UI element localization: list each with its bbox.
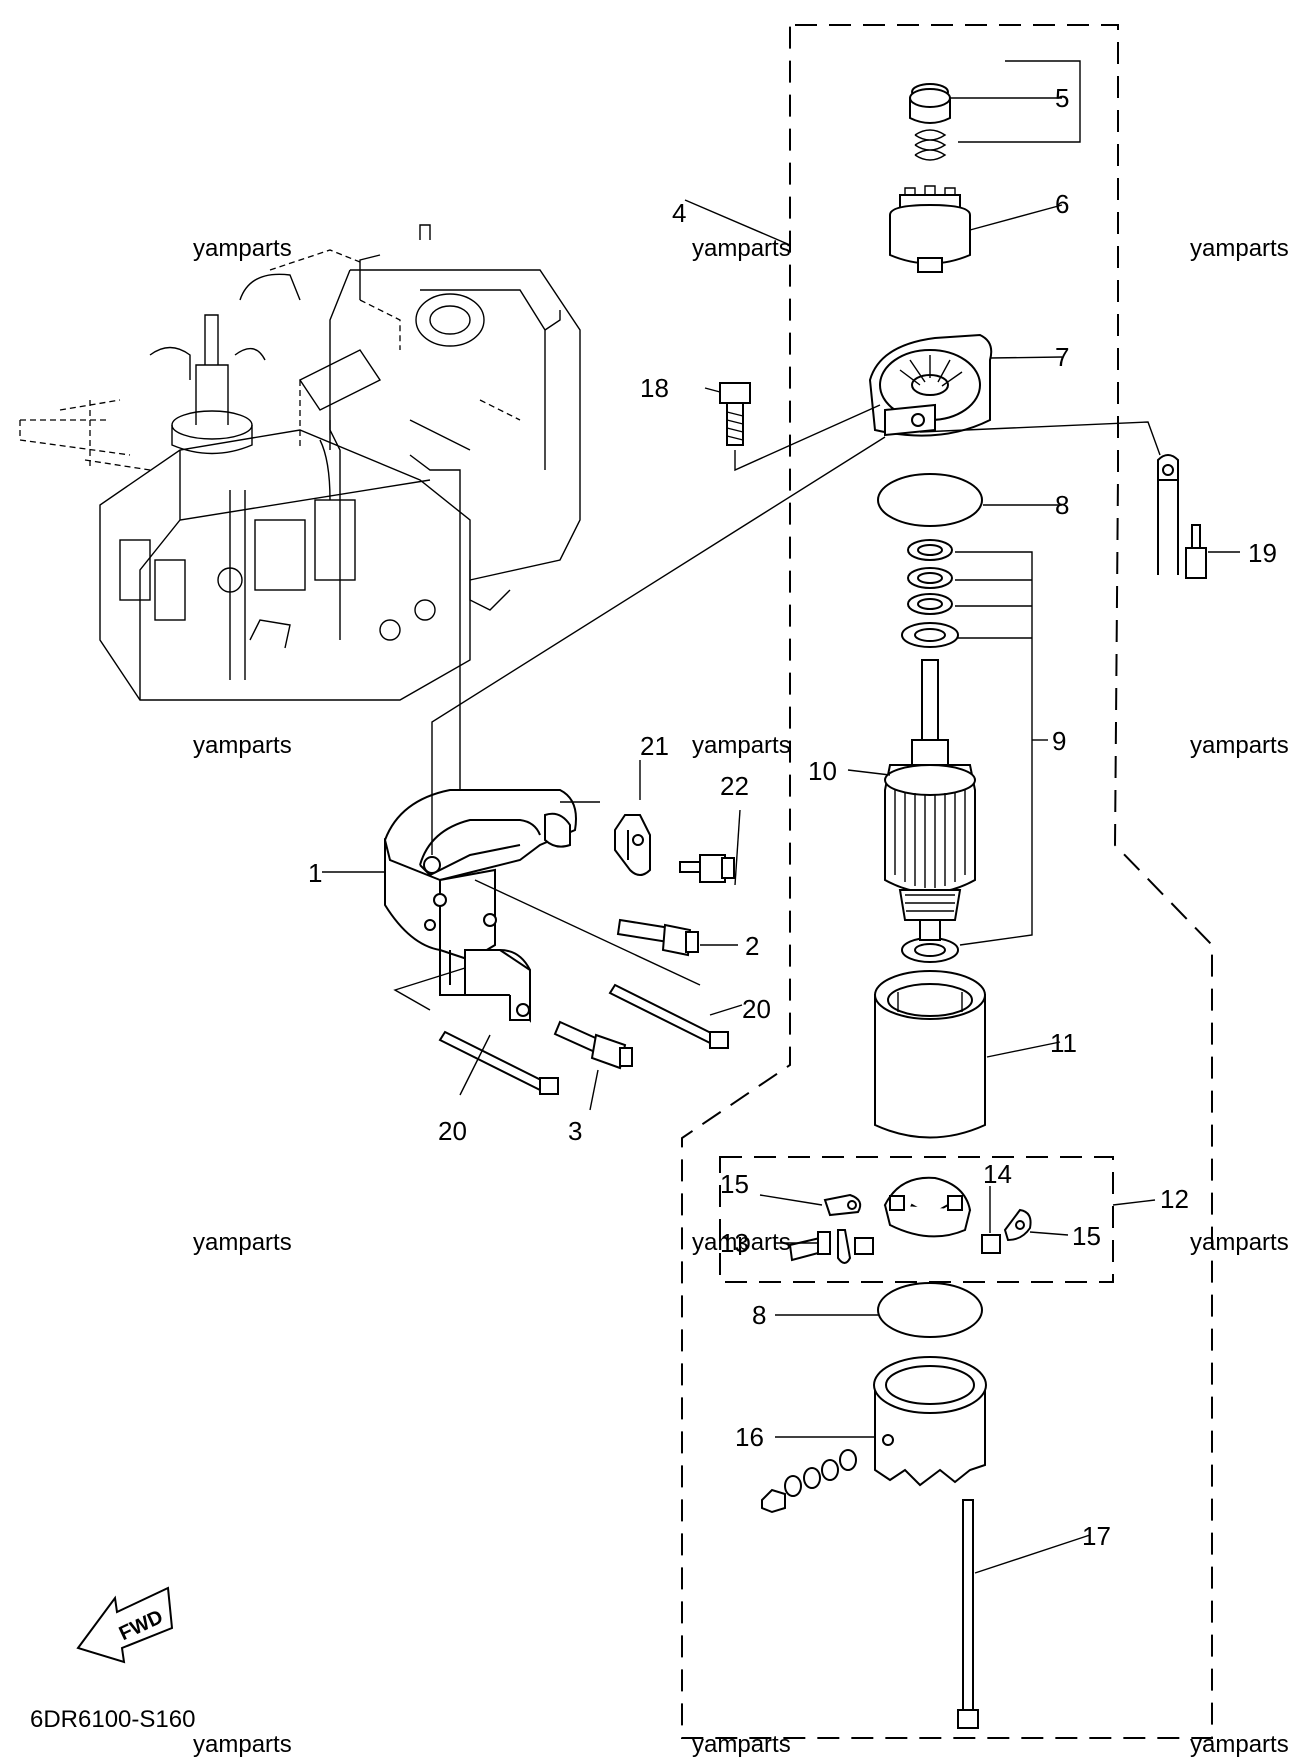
o-ring-part-8-lower <box>877 1282 983 1338</box>
bolt-part-22 <box>679 854 735 883</box>
callout-13: 13 <box>720 1228 749 1258</box>
watermark: yamparts <box>1190 1229 1289 1256</box>
callout-22: 22 <box>720 771 749 801</box>
watermark: yamparts <box>692 235 791 262</box>
engine-block-illustration <box>19 224 581 840</box>
callout-numbers: 1 2 3 4 5 6 7 8 8 9 10 11 12 13 14 15 15… <box>308 83 1277 1551</box>
callout-3: 3 <box>568 1116 582 1146</box>
callout-15-left: 15 <box>720 1169 749 1199</box>
holder-part-21 <box>614 814 651 876</box>
callout-8-upper: 8 <box>1055 490 1069 520</box>
callout-21: 21 <box>640 731 669 761</box>
screw-part-13 <box>788 1229 874 1264</box>
armature-part-10 <box>884 659 976 941</box>
rear-cover-part-16 <box>873 1356 987 1487</box>
watermark: yamparts <box>193 1731 292 1758</box>
cable-tie-part-20-upper <box>608 983 729 1049</box>
brush-holder-set-boundary <box>719 1156 1114 1283</box>
bolt-part-19 <box>1185 524 1207 579</box>
cable-tie-part-20-lower <box>438 1030 559 1095</box>
callout-14: 14 <box>983 1159 1012 1189</box>
callout-12: 12 <box>1160 1184 1189 1214</box>
through-bolt-part-17 <box>957 1499 979 1729</box>
front-cover-part-7 <box>868 333 993 437</box>
cable-terminal <box>1157 454 1179 575</box>
watermark: yamparts <box>692 732 791 759</box>
callout-10: 10 <box>808 756 837 786</box>
brush-holder-part-12 <box>883 1176 972 1238</box>
bolt-part-2 <box>616 918 699 957</box>
callout-17: 17 <box>1082 1521 1111 1551</box>
callout-11: 11 <box>1050 1028 1077 1058</box>
callout-20-lower: 20 <box>438 1116 467 1146</box>
watermark: yamparts <box>193 235 292 262</box>
watermarks: yamparts yamparts yamparts yamparts yamp… <box>193 235 1289 1758</box>
callout-7: 7 <box>1055 342 1069 372</box>
yoke-part-11 <box>874 970 986 1139</box>
watermark: yamparts <box>1190 235 1289 262</box>
callout-18: 18 <box>640 373 669 403</box>
callout-5: 5 <box>1055 83 1069 113</box>
callout-15-right: 15 <box>1072 1221 1101 1251</box>
brush-lead-part-15-right <box>1003 1208 1032 1242</box>
watermark: yamparts <box>1190 732 1289 759</box>
callout-4: 4 <box>672 198 686 228</box>
bracket-illustration <box>383 789 577 1023</box>
brush-part-14 <box>981 1234 1001 1254</box>
rear-cover-washers <box>761 1449 857 1514</box>
callout-8-lower: 8 <box>752 1300 766 1330</box>
callout-1: 1 <box>308 858 322 888</box>
watermark: yamparts <box>692 1229 791 1256</box>
drive-pinion-part-6 <box>889 185 971 273</box>
watermark: yamparts <box>193 1229 292 1256</box>
watermark: yamparts <box>193 732 292 759</box>
watermark: yamparts <box>1190 1731 1289 1758</box>
callout-9: 9 <box>1052 726 1066 756</box>
callout-16: 16 <box>735 1422 764 1452</box>
bolt-part-18 <box>719 382 751 446</box>
bolt-part-3 <box>553 1020 633 1070</box>
watermark: yamparts <box>692 1731 791 1758</box>
callout-19: 19 <box>1248 538 1277 568</box>
brush-lead-part-15-left <box>823 1193 862 1217</box>
o-ring-part-8-upper <box>877 473 983 527</box>
assembly-4-boundary <box>681 24 1213 1739</box>
callout-6: 6 <box>1055 189 1069 219</box>
leader-lines <box>322 60 1240 1574</box>
diagram-code: 6DR6100-S160 <box>30 1706 195 1733</box>
callout-20-upper: 20 <box>742 994 771 1024</box>
stopper-kit-part-5 <box>909 83 951 161</box>
callout-2: 2 <box>745 931 759 961</box>
fwd-arrow-icon: FWD <box>76 1586 174 1664</box>
